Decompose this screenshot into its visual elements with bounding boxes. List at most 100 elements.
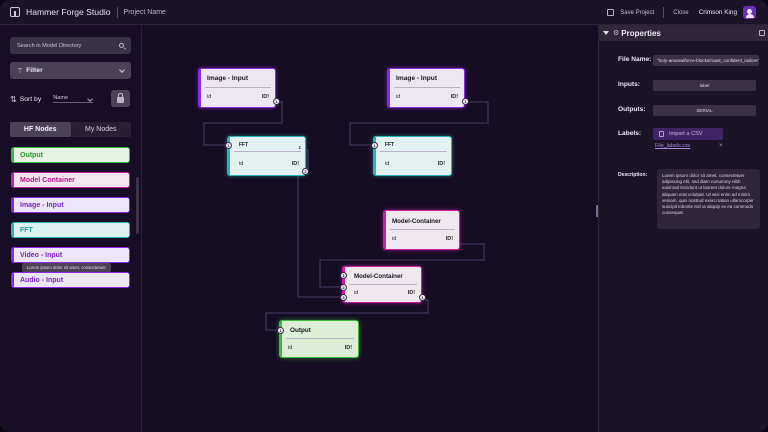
output-port-2[interactable]: 2 bbox=[302, 168, 309, 175]
wire-model1-model2-in2 bbox=[319, 243, 485, 288]
app-logo-icon bbox=[10, 7, 20, 17]
description-textarea[interactable]: Lorem ipsum dolor sit amet, consectetuer… bbox=[657, 169, 760, 229]
node-title: FFT bbox=[239, 142, 249, 148]
output-port[interactable]: 1 bbox=[419, 294, 426, 301]
node-item-fft[interactable]: FFT bbox=[11, 222, 130, 238]
node-row-value: ID! bbox=[407, 290, 415, 296]
node-title: Model-Container bbox=[392, 218, 441, 225]
node-divider bbox=[390, 229, 455, 230]
app-title: Hammer Forge Studio bbox=[26, 7, 111, 17]
panel-resize-handle[interactable] bbox=[596, 205, 599, 217]
lock-button[interactable] bbox=[111, 90, 130, 107]
labels-label: Labels: bbox=[618, 130, 642, 137]
wire-model2-output bbox=[265, 299, 429, 331]
node-row-value: ID! bbox=[437, 161, 445, 167]
node-title: Image - Input bbox=[207, 75, 249, 82]
expand-icon[interactable] bbox=[759, 30, 765, 36]
remove-file-icon[interactable]: × bbox=[719, 143, 723, 149]
import-csv-button[interactable]: Import a CSV bbox=[653, 128, 723, 140]
file-name-label: File Name: bbox=[618, 56, 652, 63]
input-port[interactable]: 1 bbox=[225, 142, 232, 149]
node-title: Model-Container bbox=[354, 273, 403, 280]
graph-node-model-container[interactable]: Model-Container id ID! bbox=[383, 210, 460, 250]
input-port-3[interactable]: 3 bbox=[340, 294, 347, 301]
search-input[interactable]: Search in Model Directory bbox=[10, 37, 131, 54]
actions-divider bbox=[663, 7, 665, 18]
wire-image2-fft2 bbox=[349, 101, 489, 146]
labels-file-link[interactable]: File_labels.csv bbox=[655, 143, 691, 149]
chevron-down-icon bbox=[119, 66, 125, 73]
node-list: Output Model Container Image - Input FFT… bbox=[11, 147, 130, 297]
node-divider bbox=[286, 338, 354, 339]
filter-icon: ⊤ bbox=[17, 67, 24, 75]
node-graph-canvas[interactable]: Image - Input id ID! 1 Image - Input id … bbox=[142, 25, 598, 432]
node-item-output[interactable]: Output bbox=[11, 147, 130, 163]
node-row-label: id bbox=[396, 94, 401, 100]
caret-down-icon[interactable] bbox=[603, 31, 609, 35]
connection-wires bbox=[203, 101, 489, 331]
wire-fft1-model2-in3 bbox=[297, 172, 342, 298]
node-row-label: id bbox=[392, 236, 397, 242]
graph-node-image-input[interactable]: Image - Input id ID! 1 bbox=[387, 68, 469, 108]
save-icon[interactable] bbox=[607, 9, 615, 16]
tab-my-nodes[interactable]: My Nodes bbox=[84, 126, 117, 133]
node-item-audio-input[interactable]: Audio - Input bbox=[11, 272, 130, 288]
graph-node-output[interactable]: Output id ID! 1 bbox=[277, 320, 359, 358]
properties-icon: ⚙ bbox=[613, 30, 620, 37]
input-port-1[interactable]: 1 bbox=[340, 272, 347, 279]
node-row-value: ID! bbox=[261, 94, 269, 100]
node-row-label: id bbox=[207, 94, 212, 100]
inputs-field[interactable]: label bbox=[653, 80, 756, 91]
node-title: FFT bbox=[385, 142, 395, 148]
node-row-label: id bbox=[354, 290, 359, 296]
node-item-model-container[interactable]: Model Container bbox=[11, 172, 130, 188]
title-divider bbox=[116, 6, 118, 18]
node-divider bbox=[394, 87, 460, 88]
sort-icon: ⇅ bbox=[10, 94, 17, 104]
node-tabs: HF Nodes My Nodes bbox=[10, 122, 131, 137]
properties-header[interactable]: ⚙ Properties bbox=[599, 25, 768, 41]
graph-node-fft[interactable]: FFT id ID! 1 1 2 bbox=[225, 136, 309, 176]
node-tooltip: Lorem ipsum dolor sit amet, consectetuer bbox=[22, 263, 111, 272]
node-item-image-input[interactable]: Image - Input bbox=[11, 197, 130, 213]
filter-dropdown[interactable]: ⊤ Filter bbox=[10, 62, 131, 79]
node-library-sidebar: Search in Model Directory ⊤ Filter ⇅ Sor… bbox=[0, 25, 142, 432]
input-port[interactable]: 1 bbox=[371, 142, 378, 149]
output-port[interactable]: 1 bbox=[462, 98, 469, 105]
node-row-label: id bbox=[385, 161, 390, 167]
user-avatar-icon[interactable] bbox=[743, 6, 756, 19]
sidebar-scrollbar[interactable] bbox=[136, 177, 139, 234]
graph-node-fft[interactable]: FFT id ID! 1 bbox=[371, 136, 452, 176]
graph-node-image-input[interactable]: Image - Input id ID! 1 bbox=[198, 68, 280, 108]
search-icon[interactable] bbox=[119, 43, 124, 48]
outputs-label: Outputs: bbox=[618, 106, 646, 113]
output-port[interactable]: 1 bbox=[273, 98, 280, 105]
inputs-label: Inputs: bbox=[618, 81, 640, 88]
node-row-value: ID! bbox=[450, 94, 458, 100]
output-port-1[interactable]: 1 bbox=[298, 145, 301, 150]
close-button[interactable]: Close bbox=[673, 9, 689, 16]
import-csv-label: Import a CSV bbox=[669, 131, 703, 137]
sort-select[interactable]: Name bbox=[53, 95, 94, 103]
outputs-field[interactable]: SERIAL bbox=[653, 105, 756, 116]
input-port[interactable]: 1 bbox=[277, 327, 284, 334]
upload-icon bbox=[659, 131, 664, 137]
node-divider bbox=[234, 151, 301, 152]
properties-title: Properties bbox=[621, 28, 661, 38]
user-name[interactable]: Crimson King bbox=[698, 9, 737, 16]
graph-node-model-container[interactable]: Model-Container id ID! 1 2 3 1 bbox=[340, 266, 426, 303]
tab-hf-nodes[interactable]: HF Nodes bbox=[10, 122, 71, 137]
save-project-button[interactable]: Save Project bbox=[620, 9, 655, 16]
node-row-value: ID! bbox=[445, 236, 453, 242]
file-name-field[interactable]: "holy-amunwiforce-blocks/roast_confident… bbox=[653, 55, 759, 66]
filter-label: Filter bbox=[26, 67, 43, 74]
top-bar-actions: Save Project Close Crimson King bbox=[607, 0, 756, 25]
node-row-value: ID! bbox=[291, 161, 299, 167]
project-name[interactable]: Project Name bbox=[123, 8, 166, 16]
node-row-value: ID! bbox=[344, 345, 352, 351]
sort-row: ⇅ Sort by Name bbox=[10, 92, 131, 106]
input-port-2[interactable]: 2 bbox=[340, 284, 347, 291]
sort-label: Sort by bbox=[19, 95, 42, 103]
lock-icon bbox=[117, 93, 124, 103]
node-item-video-input[interactable]: Video - Input bbox=[11, 247, 130, 263]
